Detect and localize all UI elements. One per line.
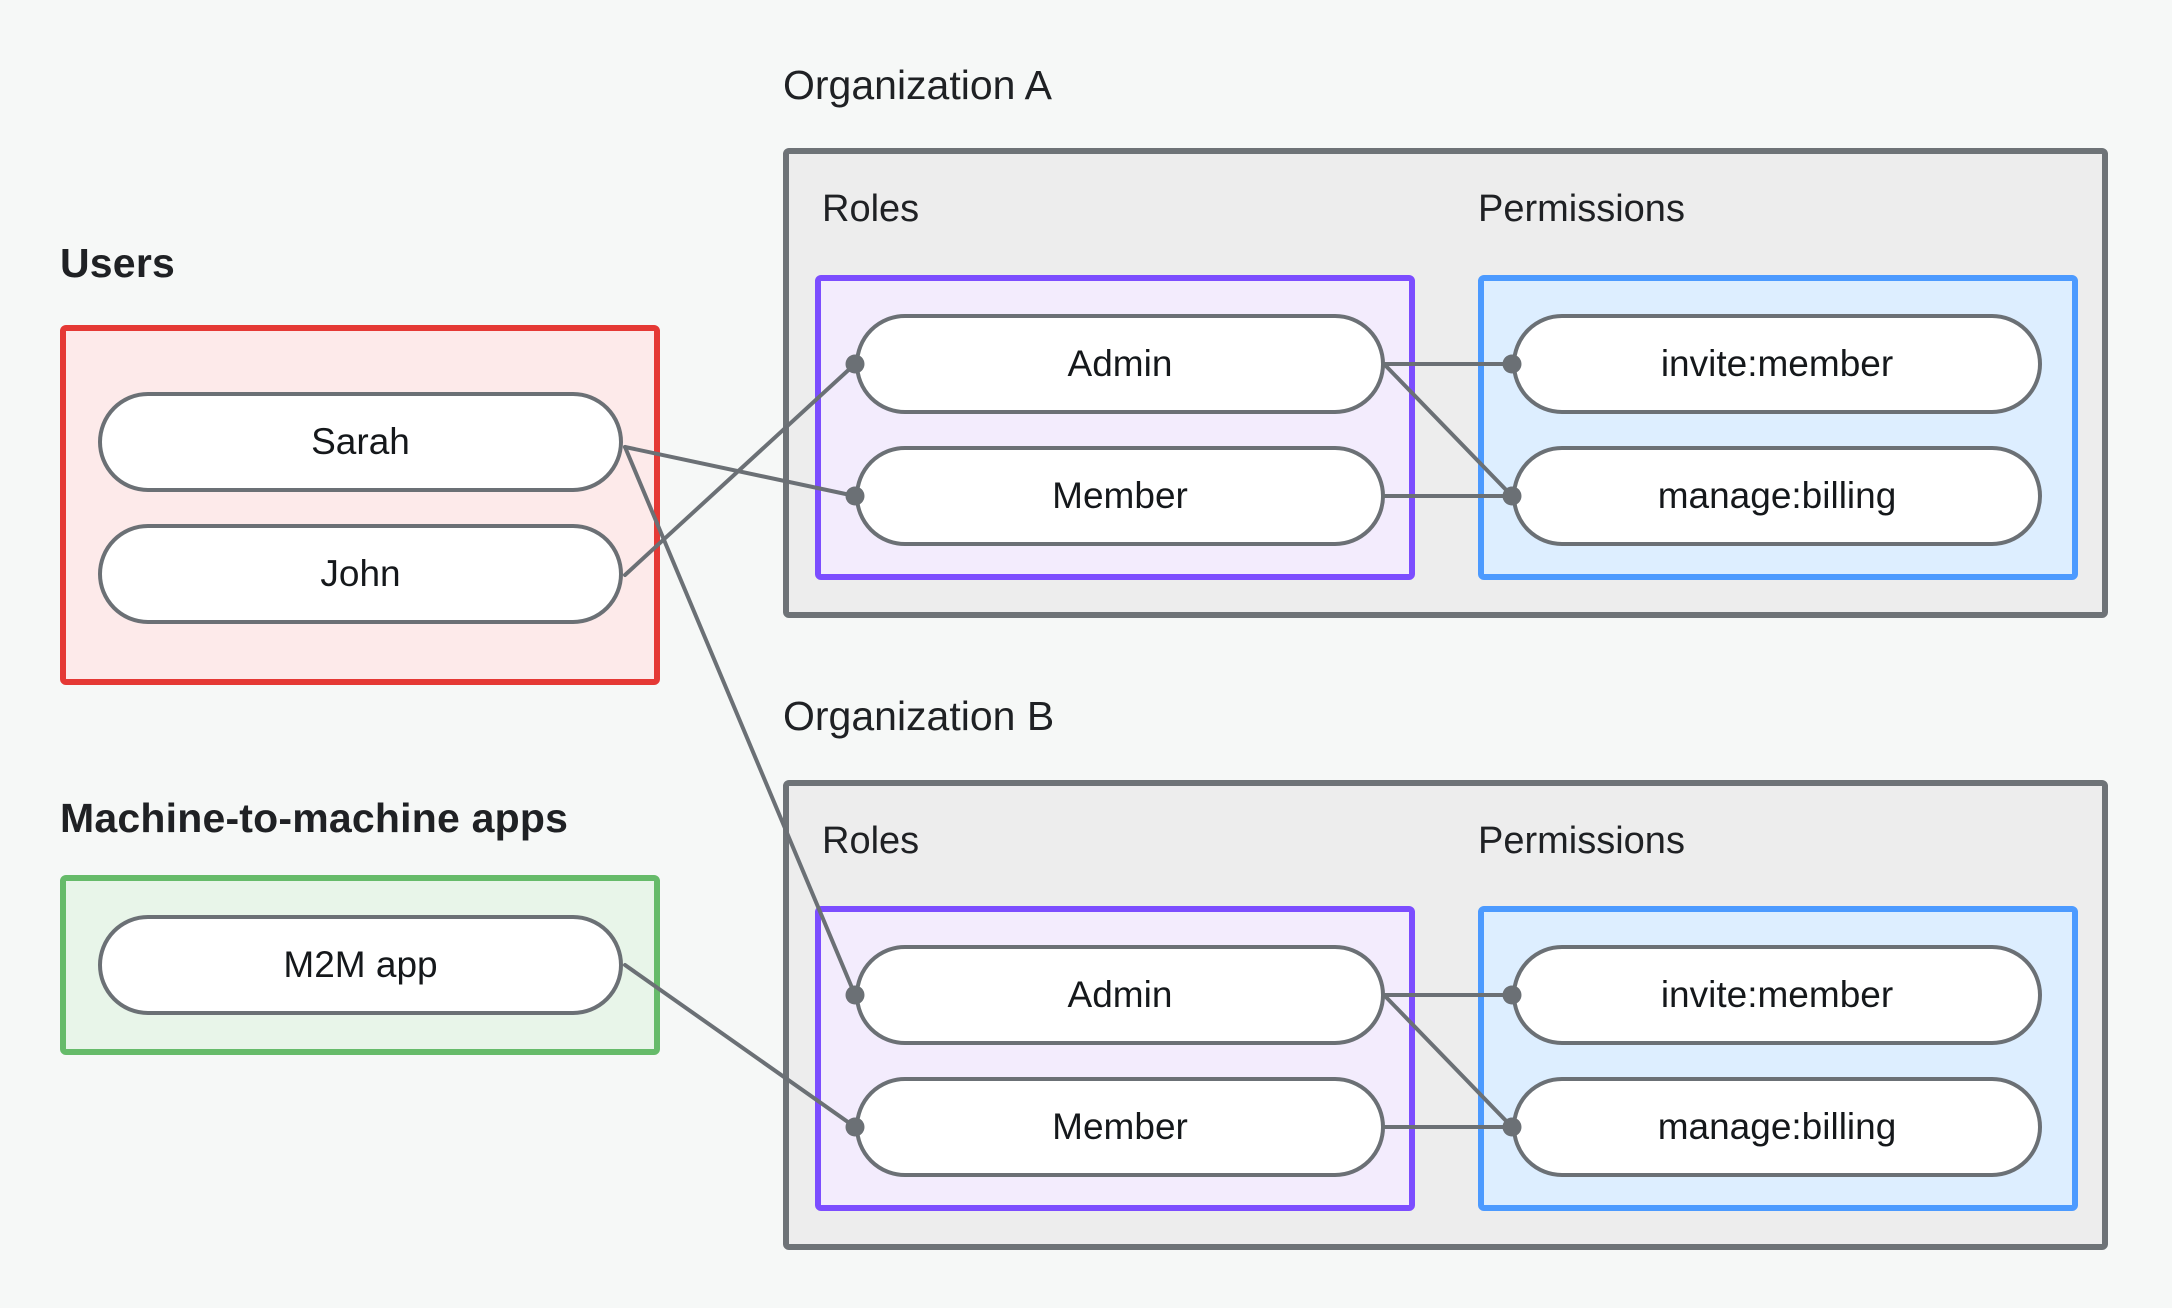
port-dot-orgA-invite-member-left [1502, 354, 1522, 374]
organization-a-permissions-title: Permissions [1478, 188, 1685, 230]
port-dot-orgB-invite-member-left [1502, 985, 1522, 1005]
port-dot-orgA-manage-billing-left [1502, 486, 1522, 506]
port-dot-orgB-admin-left [845, 985, 865, 1005]
organization-b-permission-pill-manage-billing[interactable]: manage:billing [1512, 1077, 2042, 1177]
organization-b-role-pill-member[interactable]: Member [855, 1077, 1385, 1177]
port-dot-orgB-manage-billing-left [1502, 1117, 1522, 1137]
user-pill-john[interactable]: John [98, 524, 623, 624]
organization-b-permission-pill-invite-member[interactable]: invite:member [1512, 945, 2042, 1045]
organization-a-title: Organization A [783, 62, 1052, 108]
organization-a-roles-title: Roles [822, 188, 920, 230]
organization-b-role-pill-admin[interactable]: Admin [855, 945, 1385, 1045]
organization-a-role-pill-member[interactable]: Member [855, 446, 1385, 546]
port-dot-orgB-member-left [845, 1117, 865, 1137]
organization-b-permissions-title: Permissions [1478, 820, 1685, 862]
organization-b-roles-title: Roles [822, 820, 920, 862]
port-dot-orgA-admin-left [845, 354, 865, 374]
organization-b-title: Organization B [783, 693, 1055, 739]
organization-a-permission-pill-invite-member[interactable]: invite:member [1512, 314, 2042, 414]
users-group-box [60, 325, 660, 685]
m2m-group-title: Machine-to-machine apps [60, 795, 569, 841]
users-group-title: Users [60, 240, 175, 286]
organization-a-role-pill-admin[interactable]: Admin [855, 314, 1385, 414]
port-dot-orgA-member-left [845, 486, 865, 506]
organization-a-permission-pill-manage-billing[interactable]: manage:billing [1512, 446, 2042, 546]
user-pill-sarah[interactable]: Sarah [98, 392, 623, 492]
m2m-pill-app[interactable]: M2M app [98, 915, 623, 1015]
